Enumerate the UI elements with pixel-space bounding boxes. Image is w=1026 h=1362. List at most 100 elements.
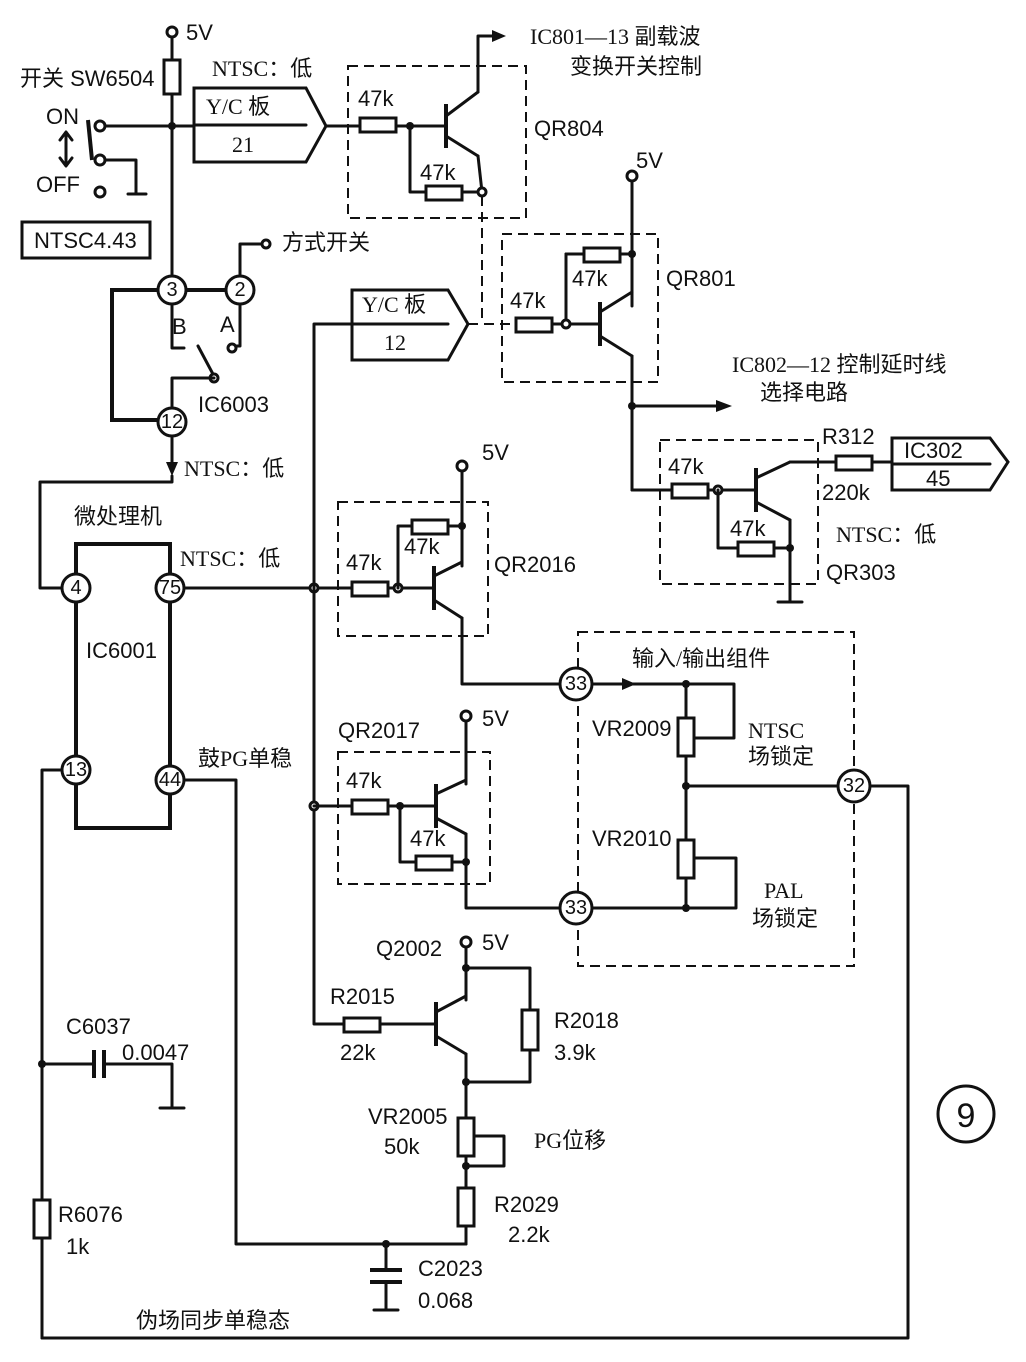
qr2017-label: QR2017 (338, 718, 420, 743)
r6076-label: R6076 (58, 1202, 123, 1227)
qr801-box (501, 233, 659, 383)
ntsc-lock-label-2: 场锁定 (748, 744, 814, 769)
ic6003-switch (196, 344, 216, 378)
pseudo-vsync-label: 伪场同步单稳态 (136, 1308, 290, 1333)
r2029 (456, 1186, 476, 1228)
ic6001-pin75-label: 75 (159, 577, 181, 599)
io-module-title: 输入/输出组件 (632, 646, 770, 671)
c2023-label: C2023 (418, 1256, 483, 1281)
switch-blade (86, 119, 94, 161)
r6076-value: 1k (66, 1234, 90, 1259)
vr2010-label: VR2010 (592, 826, 672, 851)
vr2010 (676, 838, 696, 880)
ic801-label: IC801—13 副载波 (530, 24, 701, 49)
r2018-value: 3.9k (554, 1040, 597, 1065)
ntsc-low-label-4: NTSC：低 (836, 522, 936, 547)
ic6001-pin4 (60, 572, 92, 604)
qr303-r1 (670, 482, 710, 500)
ic6003-label: IC6003 (198, 392, 269, 417)
qr2016-label: QR2016 (494, 552, 576, 577)
r2029-value: 2.2k (508, 1222, 551, 1247)
pullup-resistor (162, 58, 182, 96)
ic6001-pin13-label: 13 (65, 759, 87, 781)
pal-lock-label-2: 场锁定 (752, 906, 818, 931)
qr801-r2 (582, 246, 622, 264)
vr2009 (676, 716, 696, 758)
vcc-qr2017: 5V (482, 706, 509, 731)
qr804-box (347, 65, 527, 219)
r312 (834, 454, 874, 472)
ntsc443-box (20, 220, 152, 260)
vcc-label: 5V (186, 20, 213, 45)
ic6003-pin3-label: 3 (166, 279, 177, 301)
vcc-q2002: 5V (482, 930, 509, 955)
ntsc-low-label-3: NTSC：低 (180, 546, 280, 571)
ic6003-pin12-label: 12 (161, 411, 183, 433)
qr2016-r2 (410, 518, 450, 536)
switch-off-label: OFF (36, 172, 80, 197)
ntsc-low-label-2: NTSC：低 (184, 456, 284, 481)
r2018-label: R2018 (554, 1008, 619, 1033)
qr804-r1-label: 47k (358, 86, 394, 111)
io-pin32-label: 32 (843, 775, 865, 797)
c2023-value: 0.068 (418, 1288, 473, 1313)
qr2017-r1 (350, 798, 390, 816)
ntsc-lock-label: NTSC (748, 718, 804, 743)
ic6003-pos-b: B (172, 314, 187, 339)
qr804-label: QR804 (534, 116, 604, 141)
vr2009-label: VR2009 (592, 716, 672, 741)
io-pin33-bottom-label: 33 (565, 897, 587, 919)
qr303-r1-label: 47k (668, 454, 704, 479)
qr303-label: QR303 (826, 560, 896, 585)
c6037-value: 0.0047 (122, 1040, 189, 1065)
r2015 (342, 1016, 382, 1034)
vcc-qr801: 5V (636, 148, 663, 173)
yc-board-21-pin: 21 (232, 132, 254, 157)
qr2017-box (337, 751, 491, 885)
qr2017-r1-label: 47k (346, 768, 382, 793)
pg-shift-label: PG位移 (534, 1128, 606, 1153)
switch-on-label: ON (46, 104, 79, 129)
ic6001-pin44-label: 44 (159, 769, 181, 791)
r2029-label: R2029 (494, 1192, 559, 1217)
yc-board-12-pin: 12 (384, 330, 406, 355)
qr801-label: QR801 (666, 266, 736, 291)
io-pin33-top-label: 33 (565, 673, 587, 695)
qr2017-r2-label: 47k (410, 826, 446, 851)
qr804-r1 (358, 116, 398, 134)
ic6001-label: IC6001 (86, 638, 157, 663)
ic6003-pin2-label: 2 (234, 279, 245, 301)
qr2016-r1 (350, 580, 390, 598)
qr303-r2 (736, 540, 776, 558)
c6037-label: C6037 (66, 1014, 131, 1039)
qr2017-r2 (414, 854, 454, 872)
vr2005 (456, 1116, 476, 1158)
figure-number-circle (936, 1084, 996, 1144)
yc-board-12-label: Y/C 板 (362, 292, 426, 317)
r312-value: 220k (822, 480, 871, 505)
r312-label: R312 (822, 424, 875, 449)
yc-board-21-label: Y/C 板 (206, 94, 270, 119)
r6076 (32, 1198, 52, 1240)
qr804-r2 (424, 184, 464, 202)
q2002-label: Q2002 (376, 936, 442, 961)
vr2005-label: VR2005 (368, 1104, 448, 1129)
ic802-label: IC802—12 控制延时线 (732, 352, 947, 377)
qr2016-r1-label: 47k (346, 550, 382, 575)
qr801-r1 (514, 316, 554, 334)
r2018 (520, 1008, 540, 1052)
mode-switch-label: 方式开关 (282, 230, 370, 255)
qr2016-r2-label: 47k (404, 534, 440, 559)
pal-lock-label: PAL (764, 878, 804, 903)
ic802-label-2: 选择电路 (760, 380, 848, 405)
ic6001-pin4-label: 4 (70, 577, 81, 599)
r2015-label: R2015 (330, 984, 395, 1009)
qr2016-box (337, 501, 489, 637)
ic6003-pos-a: A (220, 312, 235, 337)
qr303-box (659, 439, 819, 585)
drum-pg-label: 鼓PG单稳 (198, 746, 292, 771)
qr303-r2-label: 47k (730, 516, 766, 541)
r2015-value: 22k (340, 1040, 376, 1065)
io-module-box (577, 631, 855, 967)
